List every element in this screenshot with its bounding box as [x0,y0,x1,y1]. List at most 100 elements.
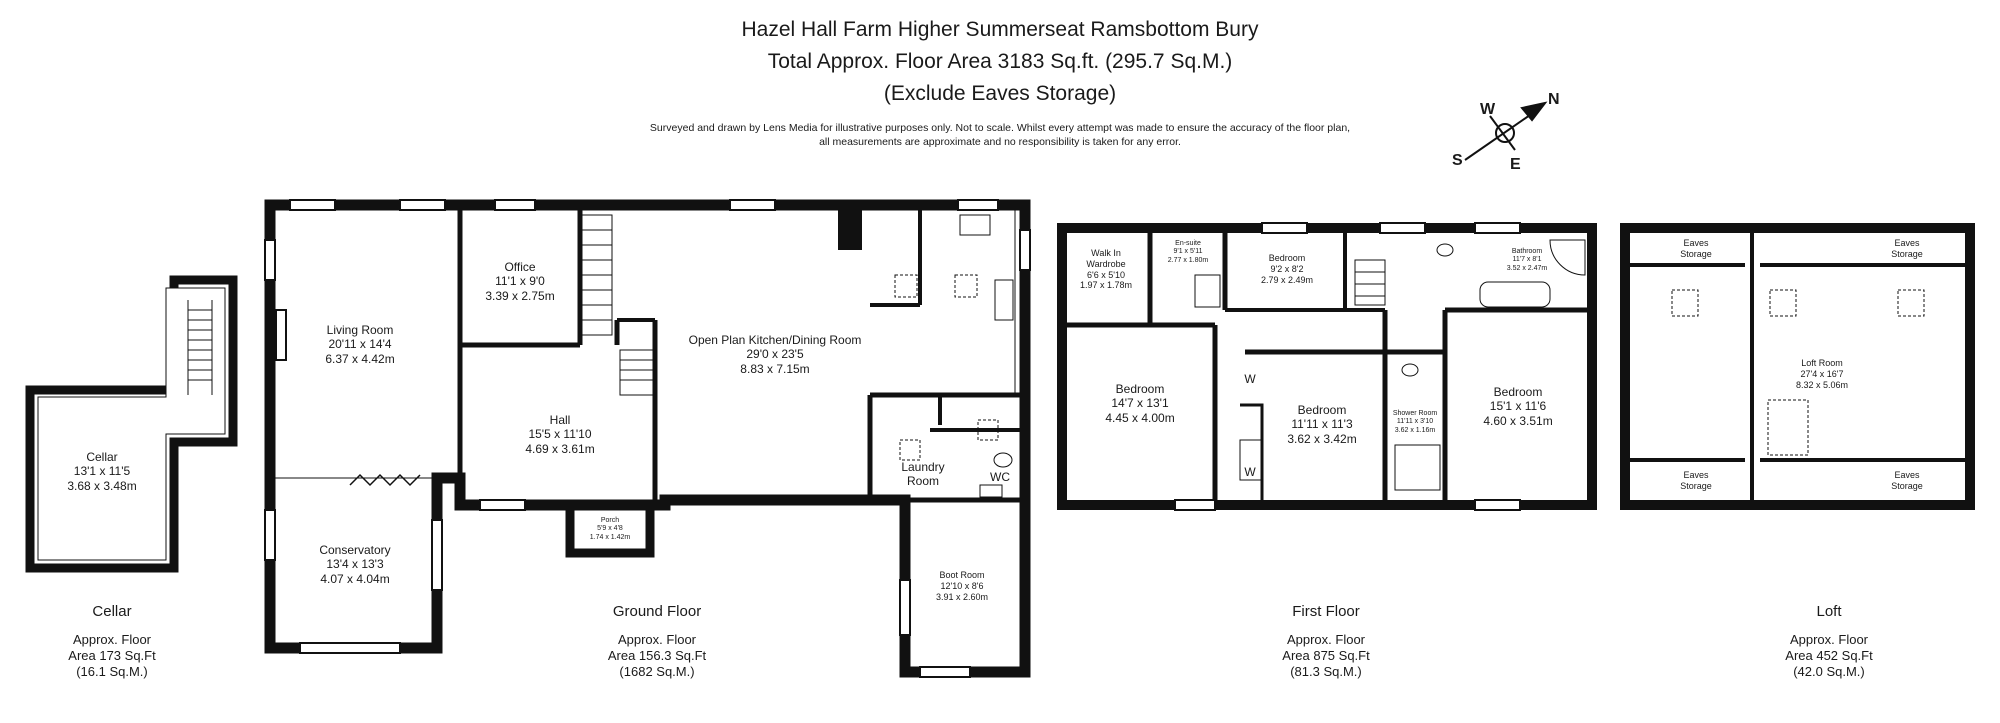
floor-area-line3: (1682 Sq.M.) [619,664,695,680]
room-name: Conservatory [319,543,391,557]
room-bedroom-left: Bedroom 14'7 x 13'1 4.45 x 4.00m [1105,382,1174,425]
room-size-metric: 3.62 x 1.16m [1394,426,1436,434]
loft-plan [1620,223,1975,510]
room-name: Bedroom [1115,382,1165,396]
room-size-imperial: 11'7 x 8'1 [1512,256,1542,264]
room-size-imperial: 15'5 x 11'10 [528,427,592,442]
room-loft: Loft Room 27'4 x 16'7 8.32 x 5.06m [1796,358,1848,390]
room-name: Bedroom [1268,253,1306,263]
storage-label: Storage [1891,480,1923,491]
compass-w: W [1480,101,1496,118]
room-size-imperial: 13'4 x 13'3 [326,557,384,572]
room-name: En-suite [1175,240,1201,247]
room-size-imperial: 5'9 x 4'8 [597,525,623,533]
room-name: Bedroom [1493,385,1543,399]
room-size-metric: 6.37 x 4.42m [325,351,395,366]
room-size-metric: 1.74 x 1.42m [589,533,631,541]
eaves-label: Eaves [1894,238,1920,248]
room-name: Living Room [326,323,394,337]
room-bathroom: Bathroom 11'7 x 8'1 3.52 x 2.47m [1507,248,1547,273]
floor-area-line3: (16.1 Sq.M.) [76,664,148,680]
room-bedroom-right: Bedroom 15'1 x 11'6 4.60 x 3.51m [1483,385,1552,428]
room-bedroom-middle: Bedroom 11'11 x 11'3 3.62 x 3.42m [1287,403,1356,446]
compass-e: E [1510,156,1521,173]
caption-loft: Loft Approx. Floor Area 452 Sq.Ft (42.0 … [1785,603,1872,681]
room-size-metric: 2.77 x 1.80m [1167,256,1209,264]
eaves-storage-top-right: Eaves Storage [1891,238,1923,260]
eaves-label: Eaves [1683,470,1709,480]
room-size-metric: 4.69 x 3.61m [525,441,595,456]
room-laundry: Laundry Room [901,460,944,489]
floor-area-line2: Area 173 Sq.Ft [68,648,156,663]
room-name-line2: Room [906,474,939,489]
floor-area-line1: Approx. Floor [1789,631,1869,647]
room-size-imperial: 29'0 x 23'5 [746,347,804,362]
room-name: Hall [549,413,571,427]
storage-label: Storage [1680,248,1712,259]
floor-area-line1: Approx. Floor [1286,631,1366,647]
room-size-metric: 4.45 x 4.00m [1105,410,1175,425]
room-size-imperial: 11'11 x 11'3 [1291,417,1353,432]
room-size-metric: 8.32 x 5.06m [1795,379,1849,390]
eaves-label: Eaves [1683,238,1709,248]
floor-name: Loft [1816,603,1842,620]
room-size-imperial: 13'1 x 11'5 [73,464,131,479]
room-name: Loft Room [1801,358,1843,368]
room-size-imperial: 11'1 x 9'0 [495,274,545,289]
disclaimer-line-2: all measurements are approximate and no … [819,136,1181,148]
total-floor-area: Total Approx. Floor Area 3183 Sq.ft. (29… [767,50,1233,73]
eaves-storage-bottom-left: Eaves Storage [1680,470,1712,492]
storage-label: Storage [1891,248,1923,259]
room-size-imperial: 15'1 x 11'6 [1489,399,1547,414]
room-size-imperial: 9'2 x 8'2 [1270,263,1304,274]
eaves-storage-top-left: Eaves Storage [1680,238,1712,260]
caption-first-floor: First Floor Approx. Floor Area 875 Sq.Ft… [1282,603,1369,681]
cellar-plan [25,275,238,573]
room-size-metric: 8.83 x 7.15m [740,361,810,376]
room-size-metric: 1.97 x 1.78m [1079,280,1133,291]
floor-area-line1: Approx. Floor [617,631,697,647]
room-hall: Hall 15'5 x 11'10 4.69 x 3.61m [525,413,594,456]
room-cellar: Cellar 13'1 x 11'5 3.68 x 3.48m [67,450,136,493]
floor-area-line2: Area 156.3 Sq.Ft [607,648,707,663]
room-size-metric: 4.60 x 3.51m [1483,413,1553,428]
room-size-imperial: 11'11 x 3'10 [1396,418,1434,426]
room-conservatory: Conservatory 13'4 x 13'3 4.07 x 4.04m [319,543,390,586]
caption-cellar: Cellar Approx. Floor Area 173 Sq.Ft (16.… [68,603,155,681]
room-office: Office 11'1 x 9'0 3.39 x 2.75m [485,260,554,303]
room-name-line1: Walk In [1091,248,1121,258]
room-living: Living Room 20'11 x 14'4 6.37 x 4.42m [325,323,394,366]
room-porch: Porch 5'9 x 4'8 1.74 x 1.42m [590,517,630,542]
room-size-imperial: 14'7 x 13'1 [1111,396,1169,411]
floor-area-line2: Area 875 Sq.Ft [1282,648,1370,663]
room-size-metric: 3.52 x 2.47m [1506,264,1548,272]
eaves-label: Eaves [1894,470,1920,480]
ground-stairs [581,214,654,396]
floor-name: Ground Floor [612,603,702,620]
room-name: Porch [600,517,620,524]
disclaimer: Surveyed and drawn by Lens Media for ill… [0,121,2000,149]
room-kitchen-dining: Open Plan Kitchen/Dining Room 29'0 x 23'… [689,333,862,376]
room-name-line2: Wardrobe [1086,258,1126,269]
floor-name: Cellar [92,603,132,620]
room-name: Bedroom [1297,403,1347,417]
floor-area-line2: Area 452 Sq.Ft [1785,648,1873,663]
storage-label: Storage [1680,480,1712,491]
room-boot: Boot Room 12'10 x 8'6 3.91 x 2.60m [936,570,988,602]
room-ensuite: En-suite 9'1 x 5'11 2.77 x 1.80m [1168,240,1208,265]
eaves-exclusion-note: (Exclude Eaves Storage) [883,82,1117,105]
room-size-imperial: 9'1 x 5'11 [1173,248,1203,256]
compass-n: N [1548,91,1560,108]
room-wc: WC [990,470,1010,484]
room-size-metric: 3.62 x 3.42m [1287,431,1357,446]
property-address: Hazel Hall Farm Higher Summerseat Ramsbo… [741,18,1259,41]
room-size-imperial: 6'6 x 5'10 [1087,269,1125,280]
compass-s: S [1452,152,1463,169]
room-bedroom-small: Bedroom 9'2 x 8'2 2.79 x 2.49m [1261,253,1313,285]
room-size-metric: 4.07 x 4.04m [320,571,390,586]
room-size-metric: 3.91 x 2.60m [935,591,989,602]
room-size-imperial: 12'10 x 8'6 [940,580,984,591]
room-size-imperial: 20'11 x 14'4 [328,337,392,352]
ground-floor-plan [264,199,1031,678]
